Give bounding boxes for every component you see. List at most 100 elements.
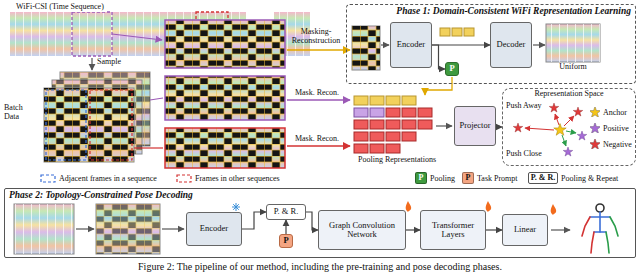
- pose-skeleton: [606, 232, 609, 253]
- embedding-stars: [549, 103, 559, 112]
- pose-skeleton: [582, 217, 590, 236]
- pooled-representations: [354, 96, 368, 105]
- connector-arrow: [285, 220, 286, 234]
- masked-samples: [165, 20, 285, 68]
- trainable-icon: [551, 204, 557, 215]
- embedding-stars: [573, 107, 583, 116]
- figure-caption: Figure 2: The pipeline of our method, in…: [0, 261, 640, 272]
- group-label: Pooling Representations: [348, 156, 446, 165]
- batch-stack: [46, 90, 86, 160]
- legend-item: Adjacent frames in a sequence: [40, 172, 157, 184]
- node-label: P: [449, 64, 454, 73]
- pose-skeleton: [610, 217, 618, 236]
- pose-skeleton: [594, 231, 606, 233]
- phase1-figures: [464, 28, 474, 36]
- pose-skeleton: [596, 204, 604, 212]
- legend-text: Adjacent frames in a sequence: [59, 174, 157, 183]
- phase-panel: EncoderP. & R.PGraph Convolution Network…: [4, 188, 636, 258]
- transformer-box: Transformer Layers: [420, 210, 486, 250]
- force-label: Push Close: [506, 150, 542, 159]
- legend-text: Pooling: [430, 174, 455, 183]
- output-label: Uniform: [546, 63, 600, 72]
- legend-text: Negative: [603, 140, 632, 149]
- pose-skeleton: [590, 212, 610, 232]
- node-label: Projector: [459, 121, 490, 130]
- node-label: Encoder: [200, 224, 228, 233]
- phase1-figures: [546, 24, 600, 62]
- legend-frame: [41, 175, 55, 182]
- phase1-figures: [546, 24, 600, 62]
- pooled-representations: [386, 144, 400, 153]
- region-title: Representation Space: [503, 90, 635, 99]
- frozen-icon: [232, 203, 240, 211]
- phase2-figures: [14, 204, 74, 254]
- phase1-figures: [440, 28, 450, 36]
- legend-frame: [176, 174, 192, 183]
- series-title: WiFi-CSI (Time Sequence): [14, 3, 106, 12]
- node-label: P. & R.: [274, 207, 299, 216]
- connector-arrow: [432, 44, 490, 45]
- connector-arrow: [242, 212, 266, 229]
- connector-arrow: [406, 229, 420, 230]
- pooled-representations: [386, 108, 400, 117]
- embedding-stars: [563, 147, 573, 156]
- embedding-stars: [554, 124, 566, 136]
- legend-item: Negative: [590, 138, 632, 150]
- pooled-representations: [386, 132, 400, 141]
- step-label: Masking-Reconstruction: [287, 28, 345, 46]
- legend-text: Anchor: [603, 108, 627, 117]
- masked-samples: [287, 145, 350, 146]
- pooled-representations: [370, 96, 384, 105]
- step-label: Mask. Recon.: [287, 135, 347, 144]
- batch-stack: [90, 90, 132, 160]
- pooled-representations: [354, 144, 368, 153]
- phase1-figures: [533, 44, 545, 45]
- projector-box: Projector: [454, 106, 496, 146]
- step-label: Sample: [97, 58, 121, 67]
- encoder-box: Encoder: [390, 22, 432, 68]
- connector-arrow: [486, 229, 502, 230]
- legend-star: [590, 139, 600, 149]
- csi-sequence: [72, 12, 112, 56]
- phase-title: Phase 2: Topology-Constrained Pose Decod…: [9, 190, 193, 200]
- swatch-letter: P: [462, 172, 474, 184]
- masked-samples: [165, 128, 285, 168]
- node-label: Transformer Layers: [421, 221, 485, 240]
- phase2-figures: [96, 204, 160, 254]
- legend-text: Pooling & Repeat: [561, 174, 618, 183]
- legend-star: [590, 107, 600, 117]
- phase1-figures: [352, 26, 380, 70]
- phase2-figures: [14, 204, 74, 254]
- connector-arrow: [432, 45, 445, 69]
- masked-samples: [165, 76, 285, 120]
- masked-samples: [165, 128, 285, 168]
- phase2-figures: [76, 228, 94, 229]
- legend-item: Anchor: [590, 106, 627, 118]
- legend-text: Frames in other sequences: [195, 174, 280, 183]
- phase-panel: EncoderDecoderPPhase 1: Domain-Consisten…: [346, 4, 636, 84]
- csi-sequence: [91, 58, 92, 70]
- batch-stack: [150, 98, 163, 100]
- legend-star: [590, 139, 600, 149]
- gcn-box: Graph Convolution Network: [318, 210, 406, 250]
- pooled-representations: [402, 132, 416, 141]
- pooled-representations: [370, 144, 384, 153]
- embedding-stars: [525, 128, 554, 130]
- pooled-representations: [386, 120, 400, 129]
- node-label: Encoder: [397, 40, 425, 49]
- batch-stack: [134, 147, 163, 148]
- encoder-box: Encoder: [186, 212, 242, 246]
- embedding-stars: [566, 131, 576, 133]
- pooled-representations: [354, 96, 452, 153]
- legend-star: [590, 123, 600, 133]
- linear-box: Linear: [502, 214, 548, 246]
- pooled-representations: [402, 120, 416, 129]
- pooled-representations: [436, 125, 452, 126]
- legend-star: [590, 123, 600, 133]
- pooled-representations: [354, 132, 368, 141]
- pooled-representations: [370, 120, 384, 129]
- pooling-token: P: [445, 62, 459, 76]
- connector-arrow: [306, 212, 318, 230]
- pose-skeleton: [582, 204, 618, 253]
